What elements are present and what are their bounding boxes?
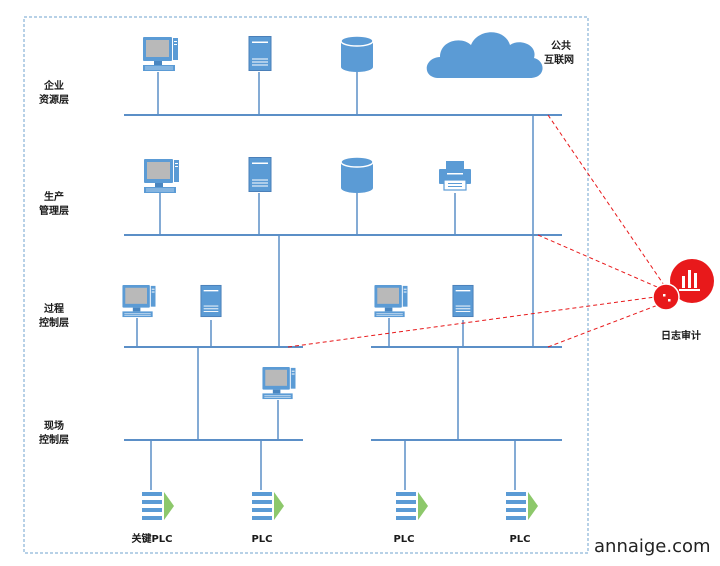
cloud-icon bbox=[426, 32, 543, 78]
audit-links bbox=[287, 114, 665, 348]
plc-icon bbox=[252, 492, 284, 520]
internet-label-line: 互联网 bbox=[544, 55, 574, 66]
server-icon bbox=[248, 35, 272, 72]
layer-label-enterprise: 企业 资源层 bbox=[24, 80, 84, 108]
plc-label: PLC bbox=[509, 534, 531, 545]
layer-label-line: 管理层 bbox=[39, 206, 69, 217]
layer-label-process: 过程 控制层 bbox=[24, 303, 84, 331]
plc-icon bbox=[506, 492, 538, 520]
plc-label: PLC bbox=[251, 534, 273, 545]
plc-icon bbox=[142, 492, 174, 520]
internet-label-line: 公共 bbox=[551, 41, 571, 52]
server-icon bbox=[452, 284, 474, 318]
database-icon bbox=[340, 35, 374, 73]
computer-icon bbox=[262, 366, 296, 400]
server-icon bbox=[200, 284, 222, 318]
layer-label-line: 现场 bbox=[44, 421, 64, 432]
field-control-layer bbox=[124, 366, 562, 520]
printer-icon bbox=[438, 160, 472, 191]
layer-label-production: 生产 管理层 bbox=[24, 191, 84, 219]
layer-label-line: 企业 bbox=[44, 81, 64, 92]
plc-label-critical: 关键PLC bbox=[131, 534, 173, 545]
production-layer bbox=[124, 156, 562, 236]
layer-label-field: 现场 控制层 bbox=[24, 420, 84, 448]
layer-label-line: 过程 bbox=[44, 304, 64, 315]
process-control-layer bbox=[122, 284, 562, 348]
plc-label: PLC bbox=[393, 534, 415, 545]
plc-icon bbox=[396, 492, 428, 520]
layer-label-line: 控制层 bbox=[39, 435, 69, 446]
layer-label-line: 控制层 bbox=[39, 318, 69, 329]
server-icon bbox=[248, 156, 272, 193]
computer-icon bbox=[374, 284, 408, 318]
computer-icon bbox=[122, 284, 156, 318]
computer-icon bbox=[143, 158, 180, 194]
internet-label: 公共 互联网 bbox=[544, 40, 574, 68]
layer-label-line: 资源层 bbox=[39, 95, 69, 106]
log-audit-label: 日志审计 bbox=[661, 331, 701, 342]
enterprise-layer bbox=[124, 32, 562, 116]
log-audit-icon bbox=[652, 259, 714, 311]
computer-icon bbox=[142, 36, 179, 72]
network-boundary bbox=[23, 16, 589, 554]
database-icon bbox=[340, 156, 374, 194]
layer-label-line: 生产 bbox=[44, 192, 64, 203]
watermark: annaige.com bbox=[594, 536, 711, 557]
